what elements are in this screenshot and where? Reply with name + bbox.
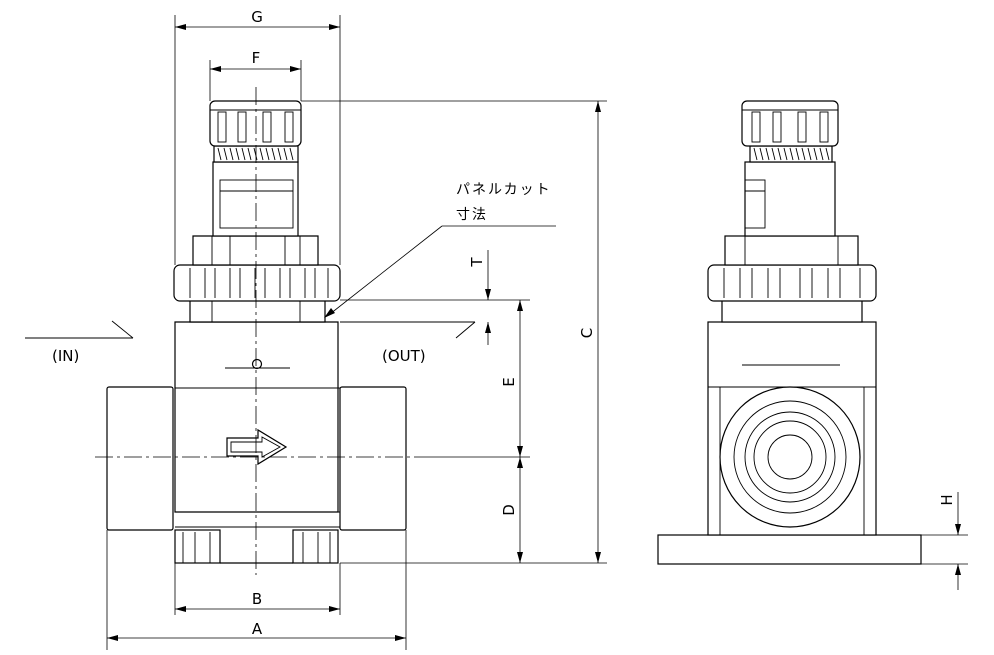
dim-label-g: G <box>251 8 263 26</box>
dimension-label: 寸法 <box>456 207 488 223</box>
inlet-boss <box>106 386 174 531</box>
bottom-foot-left <box>174 529 221 564</box>
valve-body <box>174 321 339 513</box>
dimension-lines <box>106 15 968 650</box>
flow-arrow-icon <box>226 428 288 466</box>
bottom-foot-right <box>292 529 339 564</box>
dim-label-f: F <box>252 49 261 67</box>
dim-label-h: H <box>938 494 956 505</box>
inlet-label: (IN) <box>52 347 79 365</box>
dim-label-d: D <box>500 504 518 516</box>
stem-housing <box>212 161 299 237</box>
base-plate <box>657 534 922 565</box>
dim-label-e: E <box>500 377 518 386</box>
labels: G F B A C E D T H (IN) (OUT) パネルカット 寸法 <box>52 8 956 638</box>
dim-label-c: C <box>578 328 596 338</box>
dim-label-t: T <box>468 257 486 268</box>
outlet-boss <box>339 386 407 531</box>
front-view <box>25 87 476 575</box>
side-adjust-knob <box>741 100 839 147</box>
port-outer-ring <box>719 386 861 528</box>
side-view <box>657 100 922 565</box>
adjust-knob <box>209 100 302 147</box>
dim-label-a: A <box>252 620 263 638</box>
outlet-label: (OUT) <box>382 347 426 365</box>
dim-label-b: B <box>252 590 262 608</box>
panel-cut-label: パネルカット <box>456 182 552 198</box>
side-panel-nut <box>707 264 877 302</box>
